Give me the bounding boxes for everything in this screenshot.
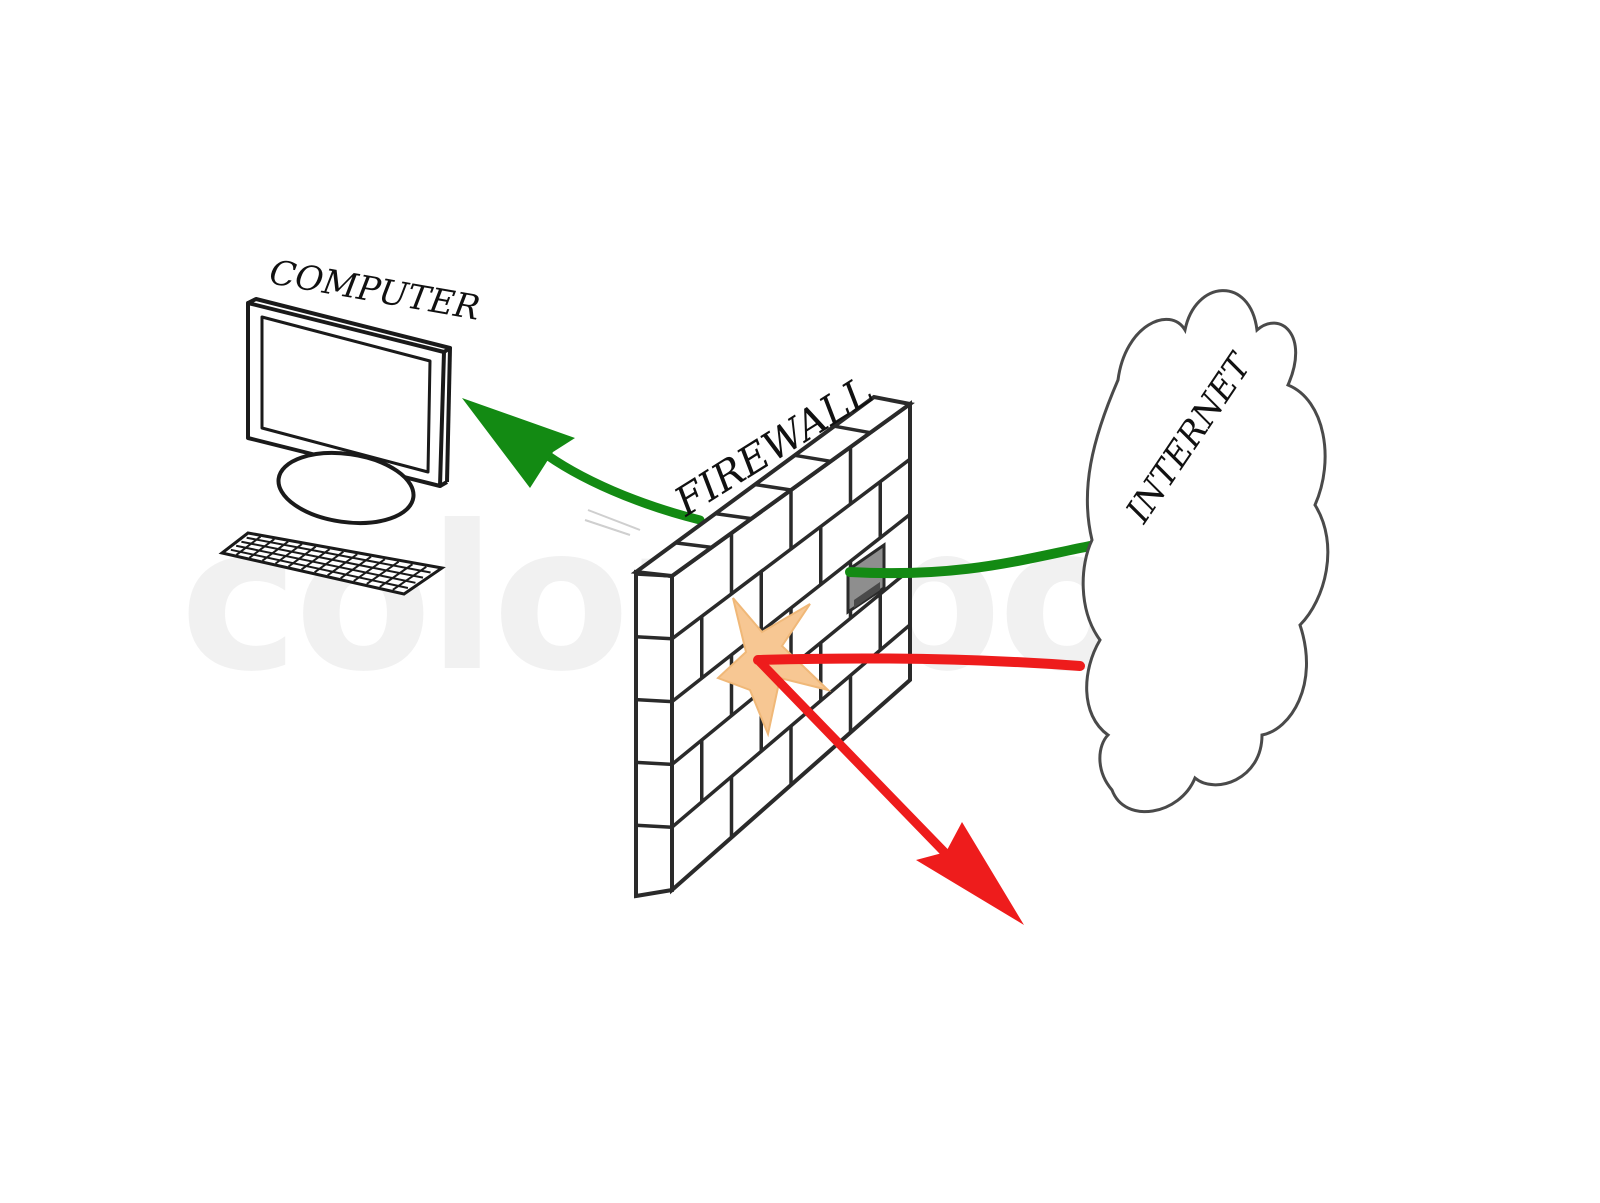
- brick-wall-icon: [630, 394, 915, 899]
- keyboard-key-column: [366, 560, 400, 585]
- brick-joint: [715, 511, 752, 521]
- brick-joint: [635, 572, 673, 578]
- keyboard-key-column: [300, 548, 331, 571]
- blocked-traffic-arrow: [753, 653, 1085, 925]
- brick-joint: [635, 697, 673, 704]
- keyboard-key-column: [314, 550, 344, 574]
- brick-joint: [794, 453, 831, 464]
- brick-joint: [754, 482, 792, 492]
- allowed-traffic-line: [845, 541, 1095, 579]
- brick-joint: [635, 635, 673, 641]
- keyboard-key-column: [392, 565, 427, 591]
- keyboard-key-column: [327, 553, 358, 577]
- keyboard-key-column: [353, 558, 386, 582]
- keyboard-key-column: [340, 555, 372, 579]
- keyboard-key-column: [248, 538, 275, 559]
- keyboard-icon: [218, 531, 446, 596]
- keyboard-key-column: [287, 545, 317, 568]
- brick-joint: [635, 760, 673, 767]
- keyboard-key-column: [235, 535, 262, 556]
- keyboard-key-column: [379, 563, 414, 588]
- keyboard-key-column: [274, 543, 303, 565]
- brick-joint: [635, 823, 673, 829]
- brick-joint: [834, 424, 871, 435]
- computer-monitor-icon: [246, 297, 452, 525]
- keyboard-key-column: [261, 540, 289, 562]
- brick-joint: [675, 541, 712, 550]
- allowed-traffic-arrow: [462, 398, 705, 536]
- cloud-icon: [1081, 289, 1330, 814]
